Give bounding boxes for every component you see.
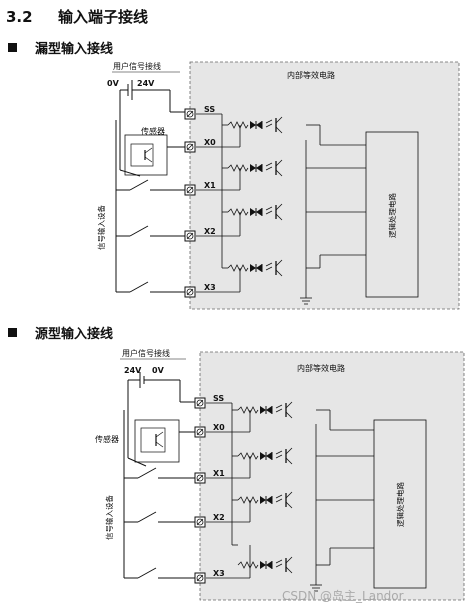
logic-circuit-label: 逻辑处理电路 [387, 193, 397, 238]
section-title: 输入端子接线 [58, 8, 149, 26]
logic-circuit-box [373, 419, 427, 589]
watermark: CSDN @岛主_Landor [282, 588, 404, 603]
section-number: 3.2 [6, 8, 33, 26]
terminal-label: X1 [213, 469, 225, 478]
user-signal-label: 用户信号接线 [122, 348, 170, 358]
sensor-label: 传感器 [95, 434, 119, 444]
logic-circuit-box [365, 131, 419, 298]
source-diagram: 内部等效电路 用户信号接线 24V 0V 传感器 信号输入设备 [95, 348, 465, 601]
terminal-label: X3 [204, 283, 216, 292]
terminal-label: SS [213, 394, 224, 403]
supply-negative-label: 0V [107, 79, 120, 88]
bullet-square-icon [8, 328, 17, 337]
source-heading: 源型输入接线 [8, 323, 113, 342]
supply-positive-label: 24V [137, 79, 155, 88]
bullet-square-icon [8, 43, 17, 52]
internal-circuit-label: 内部等效电路 [287, 70, 335, 80]
terminal-label: X3 [213, 569, 225, 578]
terminal-label: SS [204, 105, 215, 114]
sink-diagram: 内部等效电路 用户信号接线 0V 24V 传感器 信号输入设备 [96, 61, 460, 310]
sink-heading-text: 漏型输入接线 [35, 42, 114, 57]
terminal-label: X1 [204, 181, 216, 190]
terminal-label: X2 [204, 227, 216, 236]
section-heading: 3.2 输入端子接线 [6, 6, 148, 27]
internal-circuit-box [189, 61, 460, 310]
sensor-label: 传感器 [141, 126, 165, 136]
logic-circuit-label: 逻辑处理电路 [395, 482, 405, 527]
signal-device-label: 信号输入设备 [104, 495, 114, 540]
supply-positive-label: 24V [124, 366, 142, 375]
source-heading-text: 源型输入接线 [35, 327, 114, 342]
internal-circuit-label: 内部等效电路 [297, 363, 345, 373]
sink-heading: 漏型输入接线 [8, 38, 113, 57]
user-signal-label: 用户信号接线 [113, 61, 161, 71]
terminal-label: X0 [213, 423, 225, 432]
supply-negative-label: 0V [152, 366, 165, 375]
terminal-label: X0 [204, 138, 216, 147]
signal-device-label: 信号输入设备 [96, 205, 106, 250]
terminal-label: X2 [213, 513, 225, 522]
